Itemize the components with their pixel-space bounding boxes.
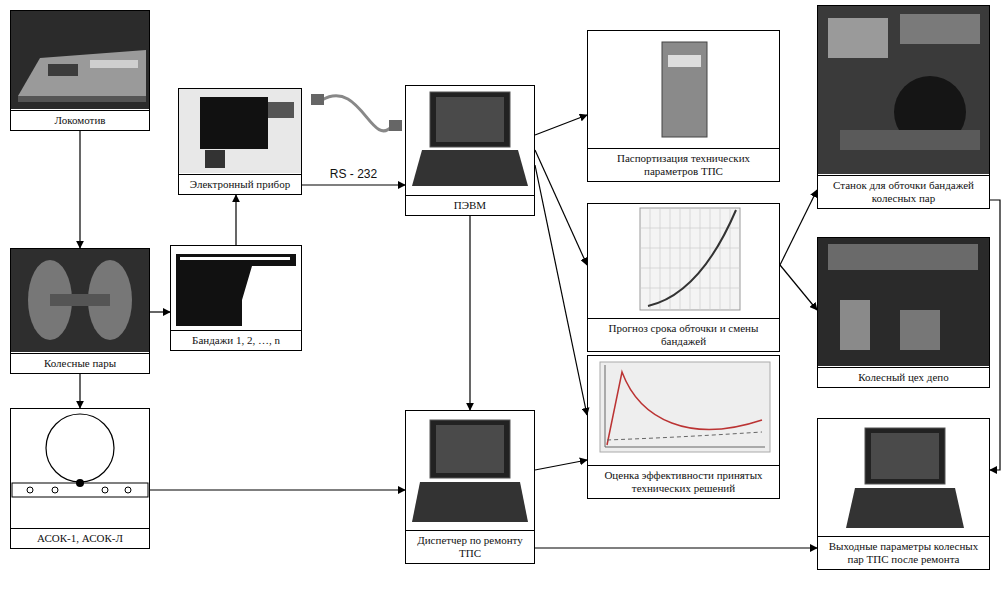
- edge-label: RS - 232: [328, 167, 379, 181]
- picture-box: АСОК-1, АСОК-Л: [10, 408, 150, 549]
- connector-arrow: [990, 200, 1000, 470]
- picture-box: Колесный цех депо: [817, 237, 990, 388]
- picture-area: [406, 411, 534, 531]
- connector-arrow: [535, 165, 587, 415]
- connector-arrow: [535, 150, 587, 265]
- box-caption: Локомотив: [11, 111, 149, 130]
- picture-box: Выходные параметры колесных пар ТПС посл…: [817, 418, 990, 570]
- picture-box: Колесные пары: [10, 248, 150, 374]
- locomotive-photo: [11, 11, 149, 109]
- picture-box: Бандажи 1, 2, …, n: [170, 245, 302, 351]
- connector-arrow: [535, 547, 817, 548]
- picture-box: Электронный прибор: [178, 88, 302, 195]
- connector-arrow: [780, 190, 817, 265]
- picture-area: [179, 89, 301, 175]
- connector-arrow: [535, 460, 587, 470]
- cable-picture: [311, 94, 402, 131]
- picture-area: [818, 238, 989, 368]
- picture-area: [588, 31, 779, 149]
- lathe-photo: [818, 6, 989, 174]
- box-caption: ПЭВМ: [406, 196, 534, 215]
- wheel-shop-photo: [818, 238, 989, 366]
- picture-box: Паспортизация технических параметров ТПС: [587, 30, 780, 182]
- picture-box: ПЭВМ: [405, 85, 535, 216]
- picture-area: [406, 86, 534, 196]
- laptop-picture: [412, 92, 528, 186]
- picture-area: [588, 204, 779, 319]
- connector-arrow: [535, 115, 587, 135]
- picture-area: [588, 356, 779, 466]
- connector-arrow: [79, 131, 80, 248]
- passport-book: [662, 42, 707, 137]
- box-caption: Выходные параметры колесных пар ТПС посл…: [818, 537, 989, 569]
- picture-box: Станок для обточки бандажей колесных пар: [817, 5, 990, 209]
- connector-arrow: [469, 216, 470, 410]
- picture-area: [171, 246, 301, 331]
- picture-box: Диспетчер по ремонту ТПС: [405, 410, 535, 564]
- device-photo: [179, 89, 301, 173]
- box-caption: АСОК-1, АСОК-Л: [11, 529, 149, 548]
- box-caption: Прогноз срока обточки и смены бандажей: [588, 319, 779, 351]
- box-caption: Электронный прибор: [179, 175, 301, 194]
- efficiency-chart: [600, 362, 770, 452]
- picture-area: [11, 11, 149, 111]
- box-caption: Колесные пары: [11, 354, 149, 373]
- laptop-picture: [412, 420, 528, 522]
- picture-area: [818, 419, 989, 537]
- connector-arrow: [79, 374, 80, 408]
- box-caption: Диспетчер по ремонту ТПС: [406, 531, 534, 563]
- picture-area: [11, 409, 149, 529]
- asok-scheme: [12, 414, 148, 497]
- box-caption: Колесный цех депо: [818, 368, 989, 387]
- picture-area: [818, 6, 989, 176]
- box-caption: Оценка эффективности принятых технически…: [588, 466, 779, 498]
- tire-profile: [176, 254, 296, 326]
- connector-arrow: [780, 265, 817, 310]
- forecast-chart: [640, 208, 740, 310]
- connector-arrow: [150, 311, 170, 312]
- box-caption: Паспортизация технических параметров ТПС: [588, 149, 779, 181]
- connector-arrow: [302, 184, 405, 185]
- laptop-picture: [846, 428, 964, 528]
- connector-arrow: [150, 489, 405, 490]
- wheelset-photo: [11, 249, 149, 352]
- connector-arrow: [235, 195, 236, 245]
- box-caption: Станок для обточки бандажей колесных пар: [818, 176, 989, 208]
- picture-box: Локомотив: [10, 10, 150, 131]
- picture-box: Прогноз срока обточки и смены бандажей: [587, 203, 780, 352]
- box-caption: Бандажи 1, 2, …, n: [171, 331, 301, 350]
- picture-area: [11, 249, 149, 354]
- picture-box: Оценка эффективности принятых технически…: [587, 355, 780, 499]
